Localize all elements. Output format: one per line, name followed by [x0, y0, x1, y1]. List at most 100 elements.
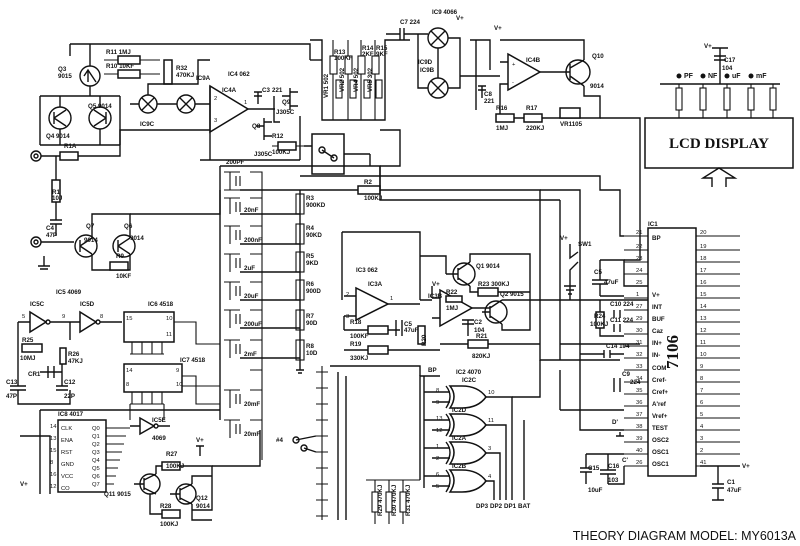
r22-label: R22 — [446, 289, 458, 296]
ic9-4066-label: IC9 4066 — [432, 9, 458, 16]
lcd-vplus: V+ — [704, 43, 712, 50]
ic1-caz: Caz — [652, 328, 663, 335]
svg-text:8: 8 — [50, 460, 53, 466]
r12-value: 100KJ — [272, 149, 291, 156]
lcd-display-block: LCD DISPLAY C17 104 V+ PF NF uF mF — [644, 43, 794, 187]
ic3-section: IC3 062 IC3A 23 1 R18 100KF C5 47uF R19 … — [341, 231, 648, 362]
r7-label: R7 — [306, 313, 314, 320]
r27-label: R27 — [166, 451, 178, 458]
cap-20nf: 20nF — [244, 207, 259, 214]
r12-label: R12 — [272, 133, 284, 140]
ic3b-label: IC3B — [428, 293, 443, 300]
svg-text:10: 10 — [176, 382, 182, 388]
svg-text:33: 33 — [636, 364, 642, 370]
c11-label: C11 224 — [610, 317, 634, 324]
q3-label: Q3 — [58, 66, 67, 73]
r6-label: R6 — [306, 281, 314, 288]
ic1-bp: BP — [652, 235, 661, 242]
sw1-label: SW1 — [578, 241, 592, 248]
ic1-vplus: V+ — [652, 292, 660, 299]
ic2-label: IC2 4070 — [456, 369, 482, 376]
c14-label: C14 104 — [606, 343, 630, 350]
svg-text:Q2: Q2 — [92, 442, 100, 448]
svg-text:40: 40 — [636, 448, 642, 454]
ic3-label: IC3 062 — [356, 267, 378, 274]
r26-label: R26 — [68, 351, 80, 358]
r3-value: 900KD — [306, 202, 326, 209]
svg-text:CLK: CLK — [61, 426, 72, 432]
ic1-front-end: V+ SW1 C5 47uF R24 100KJ C10 224 C11 224… — [300, 166, 648, 494]
cap-200pf: 200PF — [226, 159, 244, 166]
ic1-buf: BUF — [652, 316, 665, 323]
ic1-in-plus: IN+ — [652, 340, 662, 347]
input-stage: R1A R1 10J C4 47P Q7 9014 Q6 9014 R9 10K… — [30, 143, 221, 280]
svg-text:Q1: Q1 — [92, 434, 100, 440]
r19-value: 330KJ — [350, 355, 369, 362]
r23-label: R23 300KJ — [478, 281, 510, 288]
svg-text:1: 1 — [390, 296, 393, 302]
svg-text:17: 17 — [700, 268, 706, 274]
mf-label: mF — [756, 73, 767, 80]
c9-label: C9 — [622, 371, 630, 378]
svg-text:38: 38 — [636, 424, 642, 430]
svg-text:9: 9 — [62, 314, 65, 320]
ic9b-label: IC9B — [420, 67, 435, 74]
svg-text:16: 16 — [50, 472, 56, 478]
q7-label: Q7 — [86, 223, 95, 230]
r18-value: 100KF — [350, 333, 369, 340]
q8-label: Q8 — [252, 123, 261, 130]
r14-label: R14 — [362, 45, 374, 52]
r7-value: 90D — [306, 320, 318, 327]
cap-20uf: 20uF — [244, 293, 259, 300]
dp1-label: DP1 — [504, 503, 517, 510]
svg-text:8: 8 — [700, 376, 703, 382]
q12-vplus: V+ — [196, 437, 204, 444]
svg-text:ENA: ENA — [61, 438, 73, 444]
c2-label: C2 — [474, 319, 482, 326]
r9-value: 10KF — [116, 273, 131, 280]
svg-text:18: 18 — [700, 256, 706, 262]
c16-label: C16 — [608, 463, 620, 470]
vr1-label: VR1 502 — [323, 73, 330, 98]
r5-value: 9KD — [306, 260, 319, 267]
svg-text:19: 19 — [700, 244, 706, 250]
svg-text:21: 21 — [636, 230, 642, 236]
dp3-label: DP3 — [476, 503, 489, 510]
svg-text:+: + — [512, 62, 516, 68]
q12-number: 9014 — [196, 503, 210, 510]
ic1-osc2: OSC2 — [652, 437, 669, 444]
ic9d-label: IC9D — [418, 59, 433, 66]
svg-text:25: 25 — [636, 280, 642, 286]
svg-text:3: 3 — [214, 118, 217, 124]
ic4b-label: IC4B — [526, 57, 541, 64]
svg-text:12: 12 — [700, 328, 706, 334]
r9-label: R9 — [116, 253, 124, 260]
svg-text:11: 11 — [488, 418, 494, 424]
svg-text:6: 6 — [700, 400, 703, 406]
q2-label: Q2 9015 — [500, 291, 524, 298]
r4-value: 90KD — [306, 232, 322, 239]
cap-2mf: 2mF — [244, 351, 257, 358]
c10-label: C10 224 — [610, 301, 634, 308]
svg-text:9: 9 — [436, 400, 439, 406]
svg-text:2: 2 — [700, 448, 703, 454]
svg-text:26: 26 — [636, 460, 642, 466]
q12-label: Q12 — [196, 495, 208, 502]
svg-text:15: 15 — [50, 448, 56, 454]
svg-text:Q0: Q0 — [92, 426, 100, 432]
ic1-com: COM — [652, 365, 666, 372]
vr4-label: VR4 502 — [353, 67, 360, 92]
ic2d-label: IC2D — [452, 407, 467, 414]
ic9b-vplus: V+ — [494, 25, 502, 32]
ic5e-label: IC5E — [152, 417, 166, 424]
r29-label: R29 470KJ — [377, 484, 384, 516]
q10-number: 9014 — [590, 83, 604, 90]
c15-label: C15 — [588, 465, 600, 472]
ic2c-label: IC2C — [462, 377, 477, 384]
misc-wires — [119, 59, 641, 431]
r24-label: R24 — [594, 313, 606, 320]
q1-label: Q1 9014 — [476, 263, 500, 270]
r32-value: 470KJ — [176, 72, 195, 79]
